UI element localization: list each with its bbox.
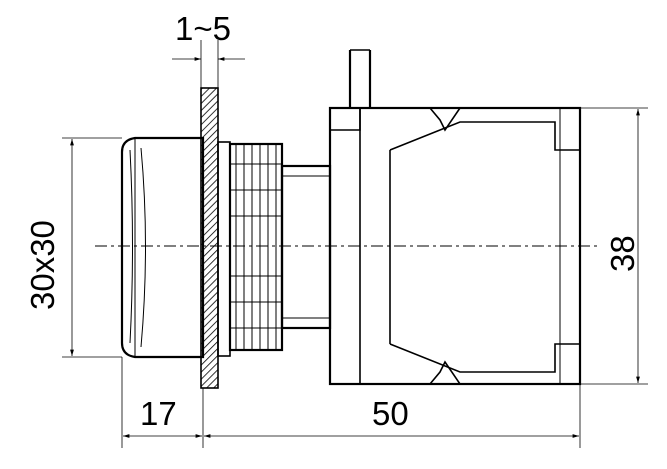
contact-block bbox=[328, 106, 582, 386]
dimension-panel-thickness: 1~5 bbox=[172, 10, 245, 88]
dimension-depths: 17 50 bbox=[121, 357, 581, 448]
front-depth-label: 17 bbox=[140, 395, 177, 432]
body-height-label: 38 bbox=[604, 235, 641, 272]
button-cap bbox=[120, 136, 205, 359]
face-size-label: 30x30 bbox=[24, 220, 61, 310]
dimension-body-height: 38 bbox=[580, 107, 648, 385]
rear-depth-label: 50 bbox=[372, 395, 409, 432]
dimension-face-size: 30x30 bbox=[24, 137, 122, 358]
panel-thickness-label: 1~5 bbox=[175, 10, 231, 47]
mounting-nut bbox=[217, 141, 284, 357]
terminal-wire bbox=[348, 49, 372, 108]
threaded-shank bbox=[280, 164, 332, 330]
mounting-panel bbox=[200, 87, 219, 389]
